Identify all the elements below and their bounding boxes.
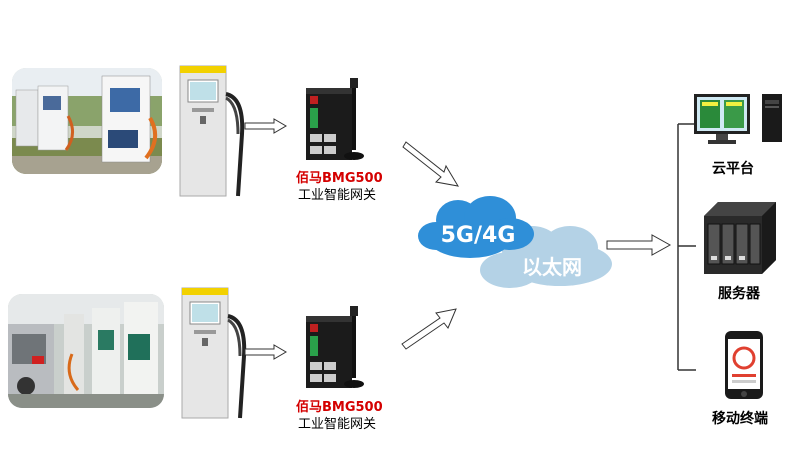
gateway-device-icon-top bbox=[296, 76, 376, 168]
arrow-gateway-top-to-cloud bbox=[400, 136, 464, 196]
charging-pile-icon-top bbox=[178, 64, 250, 198]
arrow-cloud-to-destinations bbox=[606, 234, 672, 260]
dest-label-server: 服务器 bbox=[718, 286, 760, 302]
arrow-gateway-bottom-to-cloud bbox=[398, 304, 462, 356]
desktop-computer-icon bbox=[694, 92, 786, 152]
charging-station-photo-top bbox=[12, 68, 162, 174]
dest-label-cloud-platform: 云平台 bbox=[712, 161, 754, 177]
cloud-label-ethernet: 以太网 bbox=[522, 255, 582, 279]
charging-station-photo-bottom bbox=[8, 294, 164, 408]
cloud-label-5g4g: 5G/4G bbox=[441, 223, 516, 248]
arrow-pile-to-gateway-bottom bbox=[244, 344, 288, 364]
gateway-desc-label-top: 工业智能网关 bbox=[298, 188, 377, 203]
gateway-desc-label-bottom: 工业智能网关 bbox=[298, 417, 377, 432]
network-cloud: 5G/4G 以太网 bbox=[410, 180, 620, 300]
smartphone-icon bbox=[724, 330, 764, 404]
gateway-model-label-bottom: 佰马BMG500 bbox=[296, 400, 383, 415]
gateway-device-icon-bottom bbox=[296, 304, 376, 396]
dest-label-mobile-terminal: 移动终端 bbox=[712, 411, 768, 427]
gateway-model-label-top: 佰马BMG500 bbox=[296, 171, 383, 186]
destination-bracket bbox=[672, 120, 702, 378]
nas-server-icon bbox=[700, 198, 780, 282]
charging-pile-icon-bottom bbox=[180, 286, 252, 420]
arrow-pile-to-gateway-top bbox=[244, 118, 288, 138]
